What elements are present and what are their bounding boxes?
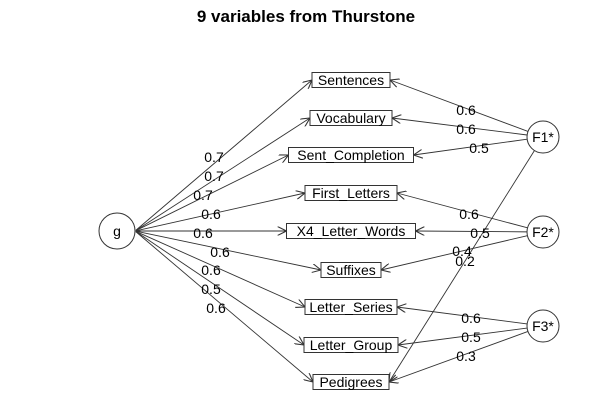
g-loading-label: 0.6 <box>201 206 221 222</box>
variable-label: Sent_Completion <box>297 147 404 163</box>
variable-box <box>286 223 416 239</box>
factor-loading-label: 0.3 <box>456 348 476 364</box>
variable-label: Vocabulary <box>316 110 385 126</box>
factor-loading-label: 0.5 <box>469 140 489 156</box>
factor-loading-path <box>381 235 528 270</box>
general-factor-label: g <box>113 223 121 239</box>
variable-box <box>320 262 382 278</box>
factor-loading-path <box>389 150 535 382</box>
loading-paths <box>135 80 535 382</box>
g-loading-label: 0.6 <box>206 300 226 316</box>
factor-loading-label: 0.6 <box>461 310 481 326</box>
factor-loading-label: 0.6 <box>459 206 479 222</box>
variable-box <box>309 110 393 126</box>
factor-loading-label: 0.6 <box>456 121 476 137</box>
variable-box <box>303 337 399 353</box>
g-loading-path <box>135 155 289 231</box>
g-loading-path <box>135 231 313 382</box>
group-factor-label: F2* <box>532 224 554 240</box>
variable-label: Pedigrees <box>319 374 382 390</box>
factor-loading-path <box>414 138 528 155</box>
group-factor-node <box>526 309 560 343</box>
diagram-nodes: SentencesVocabularySent_CompletionFirst_… <box>98 72 560 390</box>
g-loading-label: 0.5 <box>201 281 221 297</box>
variable-box <box>288 147 414 163</box>
general-factor-node <box>98 212 136 250</box>
factor-loading-label: 0.5 <box>470 225 490 241</box>
group-factor-label: F3* <box>532 318 554 334</box>
factor-loading-label: 0.4 <box>452 243 472 259</box>
g-loading-label: 0.6 <box>201 262 221 278</box>
factor-loading-label: 0.5 <box>461 329 481 345</box>
factor-loading-path <box>416 231 528 232</box>
factor-loading-path <box>392 118 528 136</box>
g-loading-label: 0.6 <box>193 225 213 241</box>
factor-loading-label: 0.2 <box>455 253 475 269</box>
g-loading-path <box>135 80 312 231</box>
diagram-title: 9 variables from Thurstone <box>197 7 415 26</box>
variable-label: Suffixes <box>326 262 376 278</box>
factor-loading-path <box>389 331 529 382</box>
factor-loading-path <box>390 80 529 132</box>
variable-label: First_Letters <box>312 185 390 201</box>
factor-loading-label: 0.6 <box>456 102 476 118</box>
g-loading-path <box>135 118 310 231</box>
factor-loading-path <box>398 327 528 345</box>
group-factor-node <box>526 120 560 154</box>
variable-label: Letter_Group <box>310 337 393 353</box>
g-loading-path <box>135 230 305 307</box>
variable-box <box>304 299 398 315</box>
g-loading-label: 0.7 <box>193 187 213 203</box>
g-loading-path <box>135 193 305 232</box>
g-loading-label: 0.7 <box>204 168 224 184</box>
group-factor-node <box>526 215 560 249</box>
loading-values: 0.7 0.7 0.7 0.6 0.6 0.6 0.6 0.5 0.6 0.6 0.6 0.5 0.6 0… <box>193 102 490 364</box>
variable-box <box>311 72 391 88</box>
variable-label: Sentences <box>318 72 384 88</box>
g-loading-path <box>135 231 304 345</box>
factor-loading-path <box>397 193 528 229</box>
group-factor-label: F1* <box>532 129 554 145</box>
variable-box <box>312 374 390 390</box>
g-loading-label: 0.6 <box>210 244 230 260</box>
g-loading-path <box>135 230 321 270</box>
factor-loading-path <box>397 307 528 325</box>
variable-box <box>304 185 398 201</box>
variable-label: X4_Letter_Words <box>297 223 406 239</box>
variable-label: Letter_Series <box>309 299 392 315</box>
g-loading-label: 0.7 <box>204 149 224 165</box>
